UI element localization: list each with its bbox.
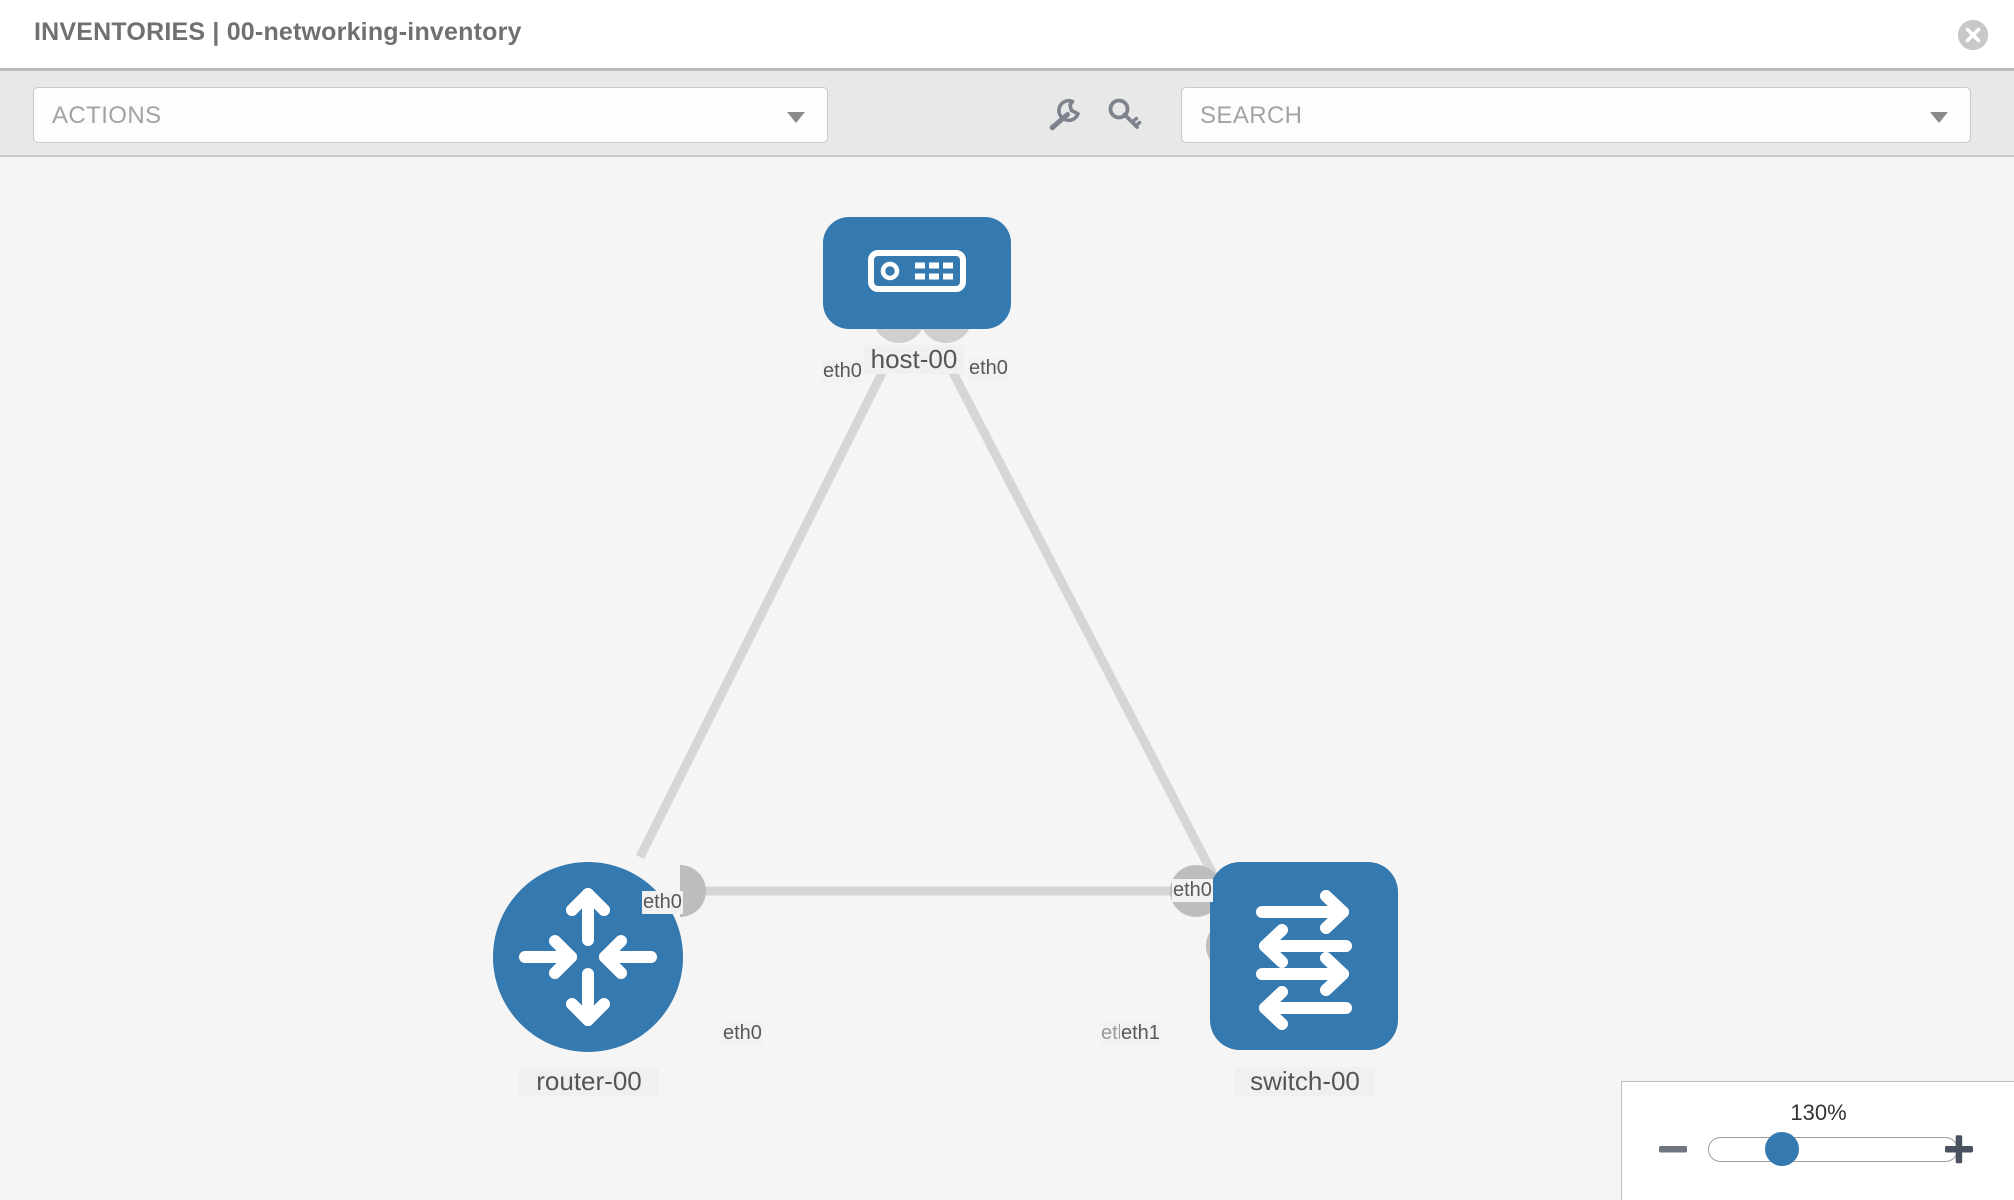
edge-label-host-left: eth0 — [822, 360, 863, 383]
wrench-icon[interactable] — [1042, 93, 1086, 137]
node-label-router-00: router-00 — [519, 1067, 659, 1096]
node-router-00[interactable] — [493, 862, 683, 1052]
topology-canvas[interactable]: host-00 eth0 eth0 router-00 eth0 eth0 — [0, 157, 2014, 1200]
edge-host-router — [635, 354, 895, 860]
toolbar: ACTIONS SEARCH — [0, 68, 2014, 157]
node-label-host-00: host-00 — [864, 345, 964, 374]
edge-label-switch-upper: eth0 — [1172, 879, 1213, 902]
router-converging-arrows-icon — [493, 862, 683, 1052]
plus-icon[interactable] — [1942, 1132, 1976, 1166]
zoom-control-panel: 130% — [1621, 1081, 2014, 1200]
server-appliance-icon — [823, 217, 1011, 329]
search-input[interactable]: SEARCH — [1181, 87, 1971, 143]
page-header: INVENTORIES | 00-networking-inventory — [0, 0, 2014, 68]
edge-label-router-upper: eth0 — [642, 891, 683, 914]
close-icon[interactable] — [1958, 20, 1988, 50]
actions-dropdown-label: ACTIONS — [52, 102, 162, 129]
chevron-down-icon — [787, 112, 805, 123]
minus-icon[interactable] — [1656, 1132, 1690, 1166]
topology-edges — [635, 354, 1239, 920]
node-switch-00[interactable] — [1210, 862, 1398, 1050]
node-label-switch-00: switch-00 — [1235, 1067, 1375, 1096]
chevron-down-icon[interactable] — [1930, 112, 1948, 123]
connector-router-right — [680, 865, 706, 917]
edge-label-host-right: eth0 — [968, 357, 1009, 380]
key-icon[interactable] — [1102, 93, 1146, 137]
edge-label-switch-left: eth1 — [1120, 1022, 1161, 1045]
switch-bidirectional-arrows-icon — [1210, 862, 1398, 1050]
zoom-slider[interactable] — [1708, 1137, 1958, 1162]
page-title: INVENTORIES | 00-networking-inventory — [34, 18, 522, 46]
zoom-slider-thumb[interactable] — [1765, 1132, 1799, 1166]
zoom-level-value: 130% — [1790, 1100, 1847, 1125]
node-host-00[interactable] — [823, 217, 1011, 329]
edge-host-switch — [941, 354, 1239, 920]
edge-label-router-right: eth0 — [722, 1022, 763, 1045]
search-placeholder: SEARCH — [1200, 102, 1303, 129]
actions-dropdown[interactable]: ACTIONS — [33, 87, 828, 143]
